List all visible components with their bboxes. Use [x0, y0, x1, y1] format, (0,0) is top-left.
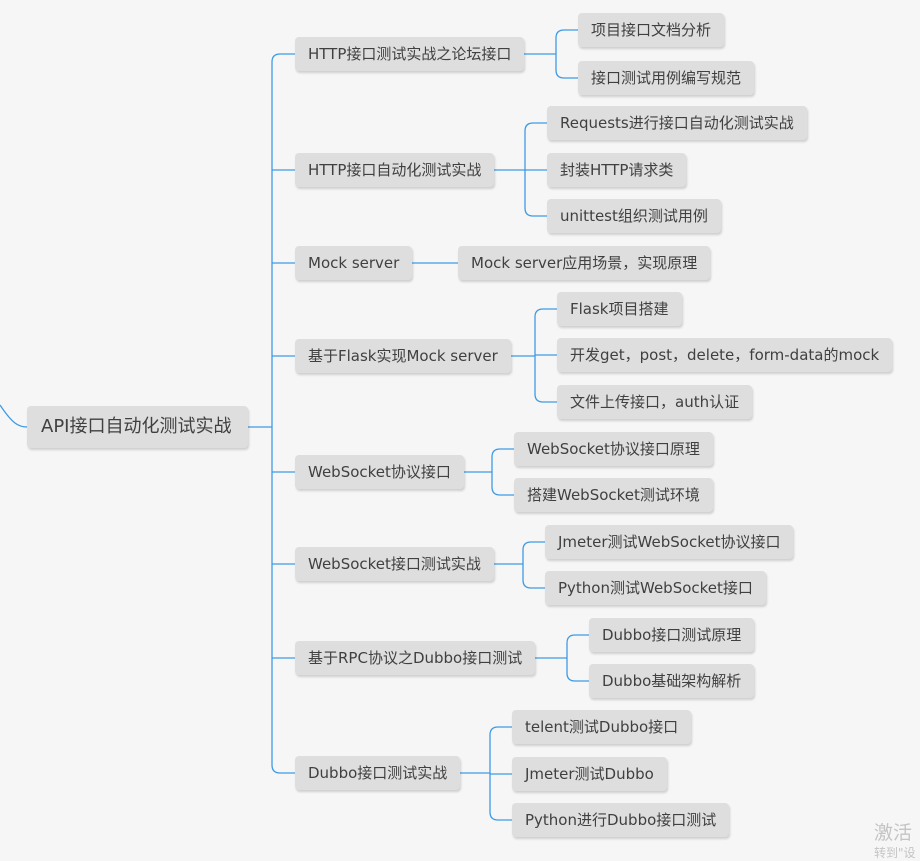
leaf-node[interactable]: Jmeter测试Dubbo — [512, 757, 667, 791]
root-incoming-line — [0, 404, 28, 428]
branch-node[interactable]: 基于RPC协议之Dubbo接口测试 — [295, 641, 536, 675]
leaf-node[interactable]: Dubbo接口测试原理 — [589, 618, 755, 652]
leaf-node[interactable]: Python测试WebSocket接口 — [545, 571, 766, 605]
leaf-node[interactable]: 文件上传接口，auth认证 — [557, 385, 753, 419]
leaf-node[interactable]: 项目接口文档分析 — [578, 13, 725, 47]
child-connector — [524, 207, 547, 217]
branch-connector — [271, 53, 295, 63]
root-node[interactable]: API接口自动化测试实战 — [27, 406, 248, 448]
leaf-node[interactable]: 接口测试用例编写规范 — [578, 61, 755, 95]
leaf-node[interactable]: 开发get，post，delete，form-data的mock — [557, 338, 893, 372]
leaf-node[interactable]: telent测试Dubbo接口 — [512, 710, 692, 744]
leaf-node[interactable]: Requests进行接口自动化测试实战 — [547, 106, 807, 140]
child-connector — [566, 672, 589, 682]
leaf-node[interactable]: Dubbo基础架构解析 — [589, 664, 755, 698]
branch-node[interactable]: HTTP接口自动化测试实战 — [295, 153, 495, 187]
branch-node[interactable]: 基于Flask实现Mock server — [295, 339, 511, 373]
branch-node[interactable]: Dubbo接口测试实战 — [295, 756, 461, 790]
leaf-node[interactable]: WebSocket协议接口原理 — [514, 432, 713, 466]
branch-node[interactable]: HTTP接口测试实战之论坛接口 — [295, 37, 525, 71]
child-connector — [522, 541, 545, 551]
child-connector — [524, 122, 547, 132]
child-connector — [555, 69, 578, 79]
leaf-node[interactable]: Jmeter测试WebSocket协议接口 — [545, 525, 794, 559]
watermark-line-1: 激活 — [874, 822, 913, 844]
child-connector — [489, 811, 512, 821]
child-connector — [522, 579, 545, 589]
leaf-node[interactable]: Python进行Dubbo接口测试 — [512, 803, 730, 837]
leaf-node[interactable]: 搭建WebSocket测试环境 — [514, 478, 713, 512]
child-connector — [489, 726, 512, 736]
leaf-node[interactable]: unittest组织测试用例 — [547, 199, 721, 233]
child-connector — [491, 448, 514, 458]
leaf-node[interactable]: Flask项目搭建 — [557, 292, 682, 326]
child-connector — [534, 308, 557, 318]
child-connector — [566, 634, 589, 644]
branch-node[interactable]: Mock server — [295, 246, 413, 280]
branch-node[interactable]: WebSocket协议接口 — [295, 455, 464, 489]
child-connector — [491, 486, 514, 496]
child-connector — [555, 29, 578, 39]
leaf-node[interactable]: 封装HTTP请求类 — [547, 153, 687, 187]
child-connector — [534, 393, 557, 403]
watermark-line-2: 转到"设 — [874, 846, 916, 860]
branch-node[interactable]: WebSocket接口测试实战 — [295, 547, 494, 581]
leaf-node[interactable]: Mock server应用场景，实现原理 — [458, 246, 711, 280]
branch-connector — [271, 764, 295, 774]
